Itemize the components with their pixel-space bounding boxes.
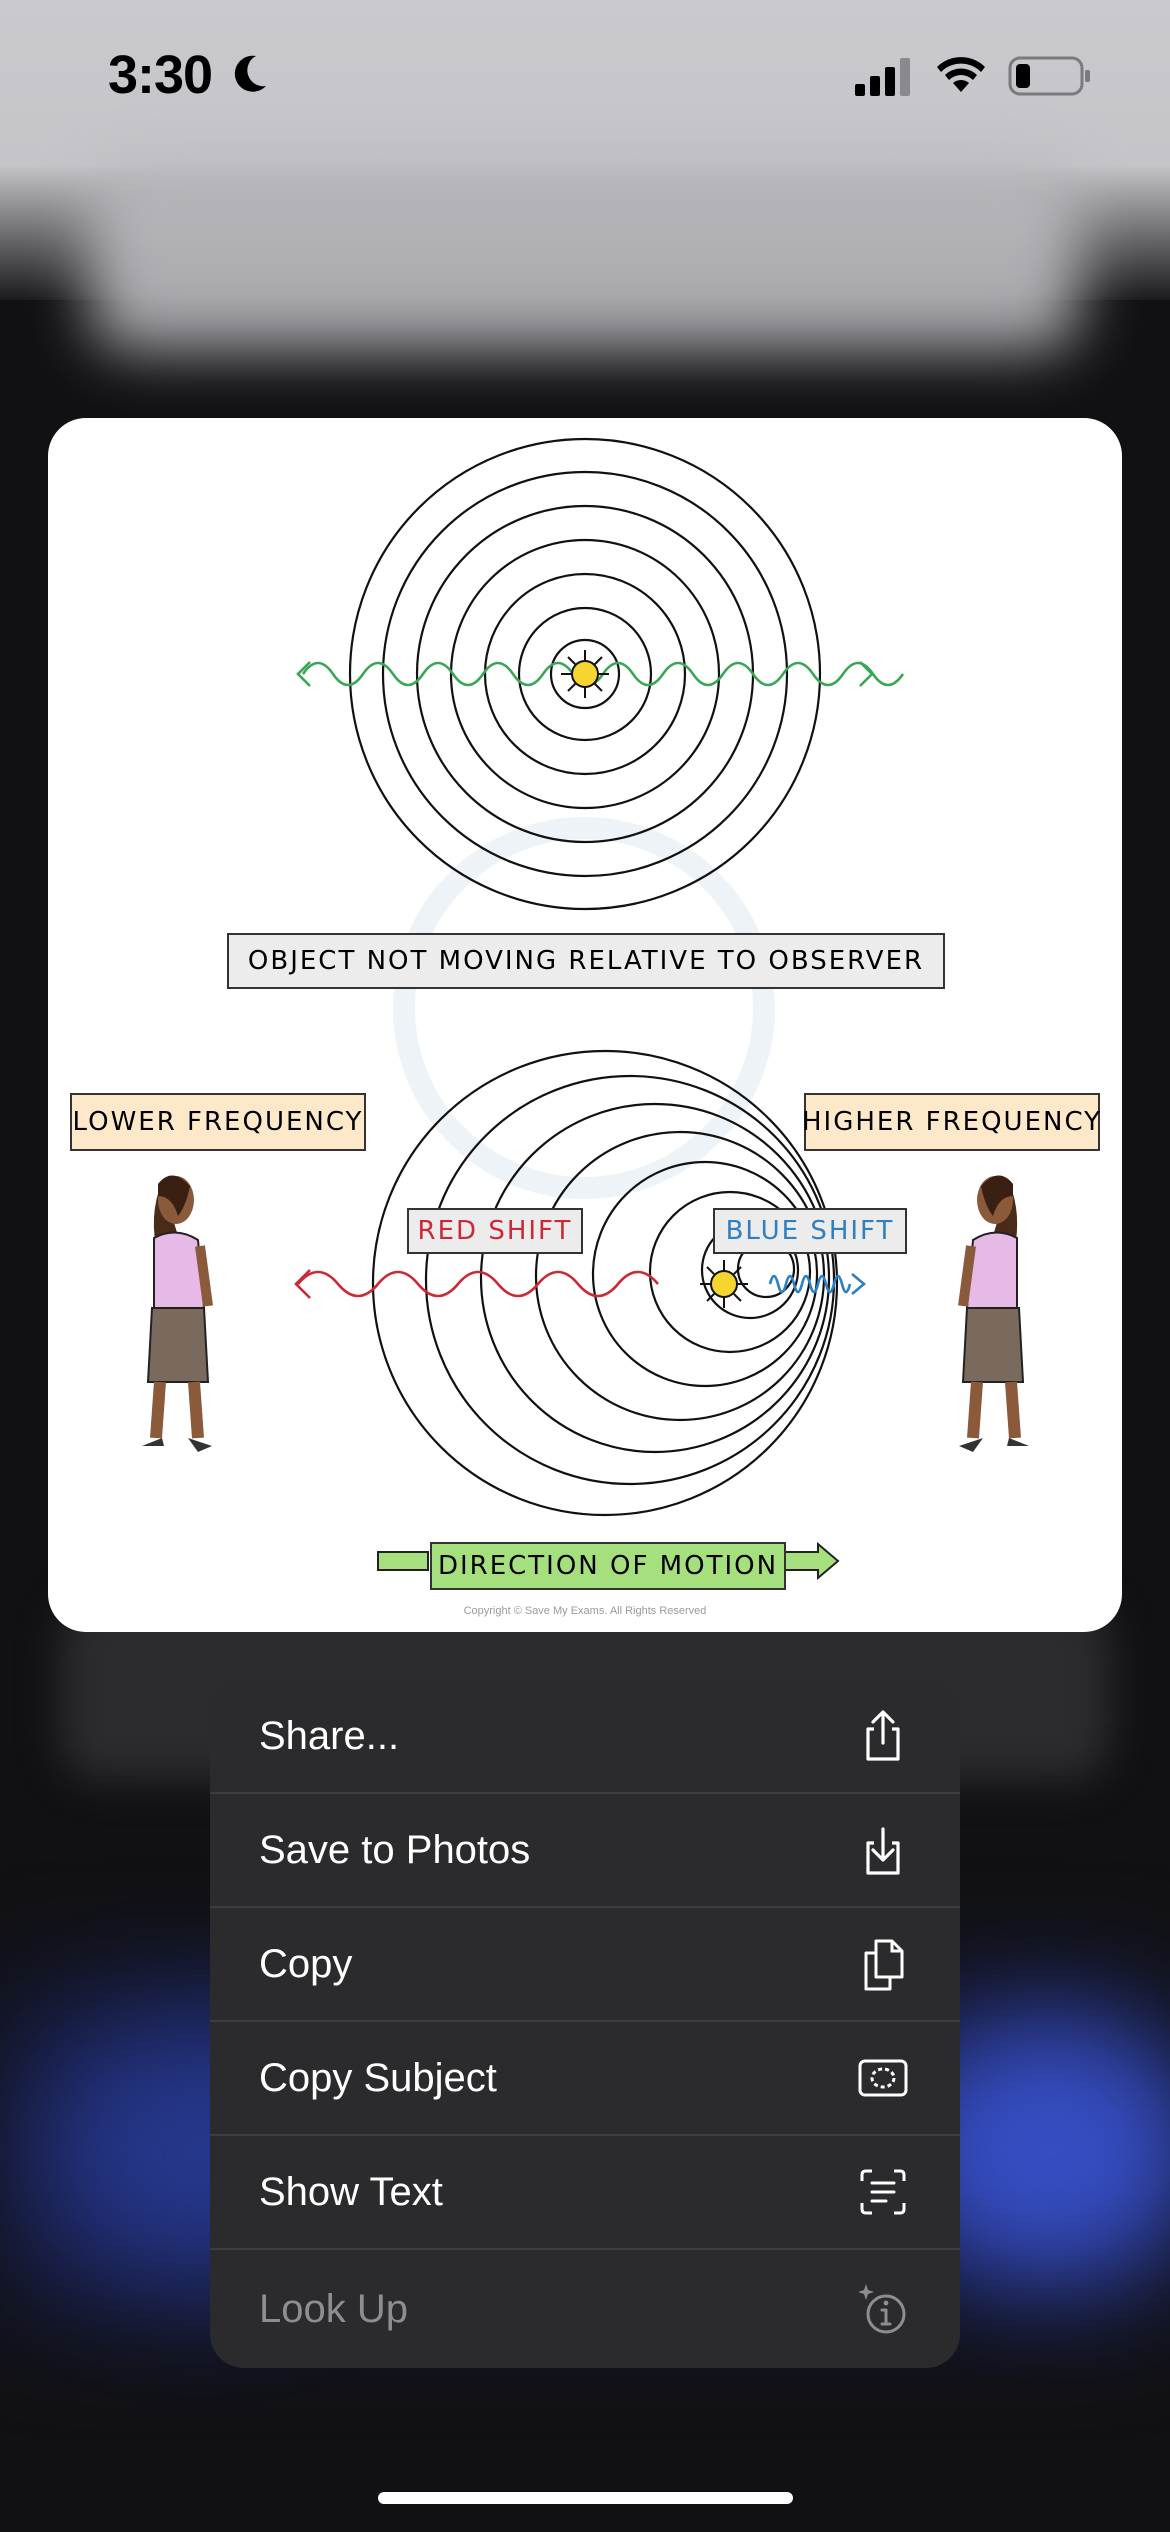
- save-to-photos-icon: [866, 1827, 900, 1875]
- status-time: 3:30: [108, 45, 213, 105]
- copy-subject-icon: [858, 2059, 908, 2097]
- menu-item-label: Show Text: [259, 2169, 443, 2214]
- show-text-icon: [860, 2169, 906, 2215]
- look-up-icon: [858, 2284, 906, 2334]
- cellular-signal-icon: [855, 58, 910, 96]
- sun-icon-top: [561, 650, 609, 698]
- label-blue-shift: BLUE SHIFT: [713, 1208, 907, 1254]
- moving-wavefronts: [371, 1049, 839, 1517]
- wifi-icon: [937, 57, 985, 92]
- menu-item-label: Copy: [259, 1941, 353, 1986]
- blue-wave: [768, 1274, 852, 1294]
- menu-item-label: Save to Photos: [259, 1827, 531, 1872]
- copyright-text: Copyright © Save My Exams. All Rights Re…: [463, 1605, 707, 1617]
- moon-icon: [234, 55, 266, 92]
- menu-item-share[interactable]: Share...: [210, 1680, 960, 1794]
- share-icon: [866, 1710, 900, 1761]
- menu-item-show-text[interactable]: Show Text: [210, 2136, 960, 2250]
- battery-icon: [1008, 56, 1090, 96]
- sun-icon-moving: [700, 1260, 748, 1308]
- menu-item-label: Copy Subject: [259, 2055, 497, 2100]
- stationary-wavefronts: [348, 437, 822, 911]
- copy-icon: [864, 1939, 904, 1991]
- observer-left: [142, 1175, 213, 1452]
- label-lower-frequency: LOWER FREQUENCY: [70, 1093, 366, 1151]
- label-object-not-moving: OBJECT NOT MOVING RELATIVE TO OBSERVER: [227, 933, 945, 989]
- direction-arrow: [377, 1541, 840, 1581]
- doppler-diagram-image: OBJECT NOT MOVING RELATIVE TO OBSERVER L…: [48, 418, 1122, 1632]
- observer-right: [958, 1175, 1029, 1452]
- menu-item-save-to-photos[interactable]: Save to Photos: [210, 1794, 960, 1908]
- menu-item-label: Look Up: [259, 2286, 408, 2331]
- label-higher-frequency: HIGHER FREQUENCY: [802, 1093, 1100, 1151]
- red-wave: [297, 1270, 659, 1298]
- menu-item-copy[interactable]: Copy: [210, 1908, 960, 2022]
- doppler-diagram-drawing: [142, 437, 1029, 1581]
- context-menu: Share... Save to Photos Copy Copy Subjec…: [210, 1680, 960, 2368]
- status-bar: 3:30: [0, 0, 1170, 150]
- label-red-shift: RED SHIFT: [407, 1208, 583, 1254]
- home-indicator[interactable]: [378, 2492, 793, 2504]
- menu-item-look-up[interactable]: Look Up: [210, 2250, 960, 2368]
- label-direction-of-motion: DIRECTION OF MOTION: [430, 1542, 786, 1590]
- menu-item-copy-subject[interactable]: Copy Subject: [210, 2022, 960, 2136]
- menu-item-label: Share...: [259, 1713, 400, 1758]
